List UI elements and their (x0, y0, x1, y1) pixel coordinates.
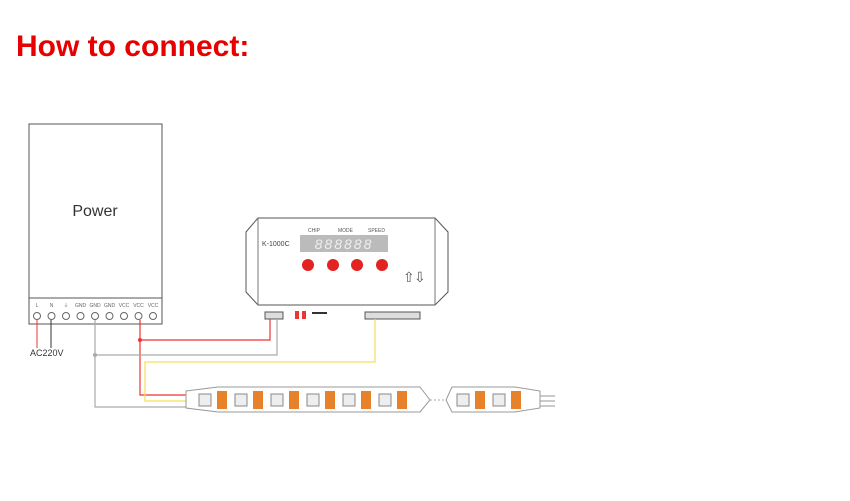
terminal-screw (105, 312, 114, 320)
led-chip (342, 393, 356, 407)
wire-vcc (139, 319, 271, 396)
power-label: Power (72, 203, 118, 220)
terminal-screw (149, 312, 157, 320)
ac-input-label: AC220V (30, 348, 64, 358)
led-resistor (361, 391, 371, 409)
led-resistor (325, 391, 335, 409)
terminal-screw (91, 312, 99, 320)
segment-display (300, 235, 388, 252)
terminal-screw (33, 312, 41, 320)
led-resistor (511, 391, 521, 409)
terminal-label: GND (89, 303, 101, 309)
led-chip (306, 393, 320, 407)
controller: K-1000C CHIP MODE SPEED 888888 ⇧⇩ (245, 217, 449, 320)
led-chip (270, 393, 284, 407)
led-chip (234, 393, 248, 407)
model-label: K-1000C (262, 241, 290, 248)
led-resistor (217, 391, 227, 409)
terminal-screw (62, 312, 70, 320)
terminal-label: VCC (133, 303, 144, 309)
terminal-label: N (50, 303, 54, 309)
terminal-screw (47, 312, 56, 320)
led-chip (456, 393, 470, 407)
button-3 (351, 259, 363, 271)
chip-label: CHIP (308, 228, 321, 234)
svg-text:888888: 888888 (315, 236, 374, 252)
speed-label: SPEED (368, 228, 385, 234)
terminal-label: VCC (119, 303, 130, 309)
led-chip (378, 393, 392, 407)
terminal-screw (120, 312, 128, 320)
button-2 (327, 259, 339, 271)
button-1 (302, 259, 314, 271)
terminal-label: ⏚ (63, 302, 68, 309)
terminal-label: GND (104, 303, 116, 309)
arrow-up-icon: ⇧ (403, 269, 415, 285)
terminal-label: L (36, 303, 39, 309)
wire-data (144, 319, 376, 402)
wire-gnd (94, 319, 278, 408)
led-resistor (475, 391, 485, 409)
terminal-screw (134, 312, 143, 320)
button-4 (376, 259, 388, 271)
led-resistor (289, 391, 299, 409)
led-resistor (397, 391, 407, 409)
page-title: How to connect: (16, 30, 250, 63)
led-chip (492, 393, 506, 407)
led-strip (185, 386, 541, 413)
arrow-down-icon: ⇩ (414, 269, 426, 285)
terminal-screw (76, 312, 85, 320)
led-resistor (253, 391, 263, 409)
terminal-label: VCC (148, 303, 159, 309)
terminal-label: GND (75, 303, 87, 309)
led-chip (198, 393, 212, 407)
mode-label: MODE (338, 228, 354, 234)
